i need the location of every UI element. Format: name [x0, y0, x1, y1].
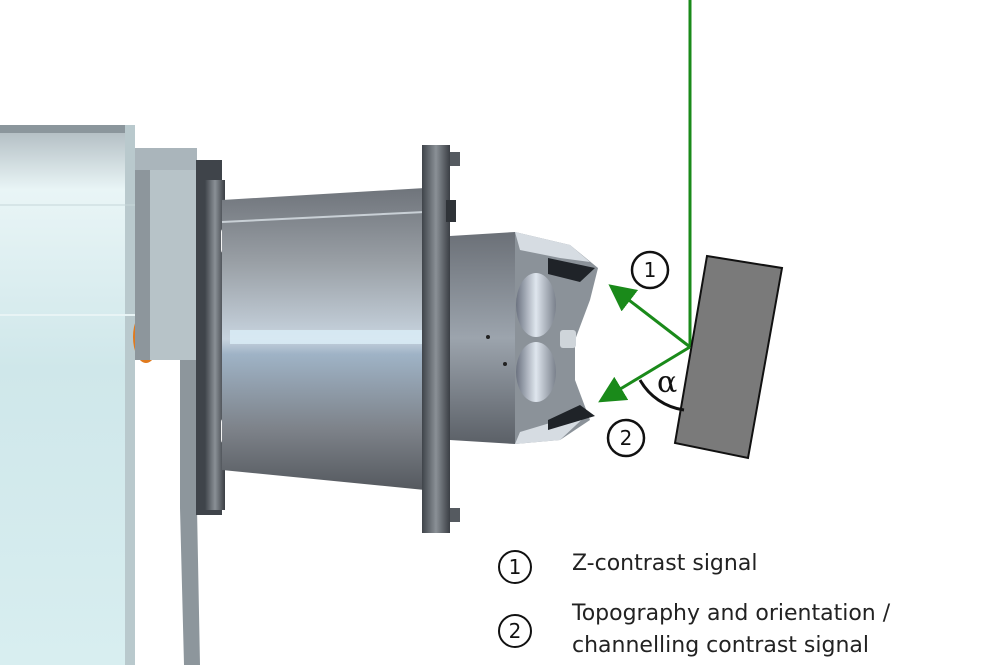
detector-head: [450, 232, 598, 444]
detector-window-upper: [516, 273, 556, 337]
signal-arrow-2: [598, 345, 691, 403]
legend-number-1: 1: [498, 550, 532, 584]
front-flange: [422, 145, 460, 533]
signal-arrow-1: [608, 284, 691, 349]
angle-arc: [638, 379, 685, 412]
callout-1: 1: [630, 250, 670, 290]
detector-window-lower: [516, 342, 556, 402]
legend-item-2: 2 Topography and orientation / channelli…: [498, 601, 890, 662]
legend-number-2: 2: [498, 614, 532, 648]
sample: [673, 254, 784, 460]
callout-2: 2: [606, 418, 646, 458]
detector-housing: [0, 125, 135, 665]
angle-alpha: α: [657, 365, 677, 400]
mounting-bracket: [135, 148, 222, 665]
legend-label-2: Topography and orientation / channelling…: [572, 601, 891, 658]
legend-item-1: 1 Z-contrast signal: [498, 550, 757, 584]
conical-body: [221, 188, 426, 490]
svg-text:1: 1: [644, 258, 657, 282]
svg-text:2: 2: [620, 426, 633, 450]
legend-label-1: Z-contrast signal: [572, 551, 758, 576]
